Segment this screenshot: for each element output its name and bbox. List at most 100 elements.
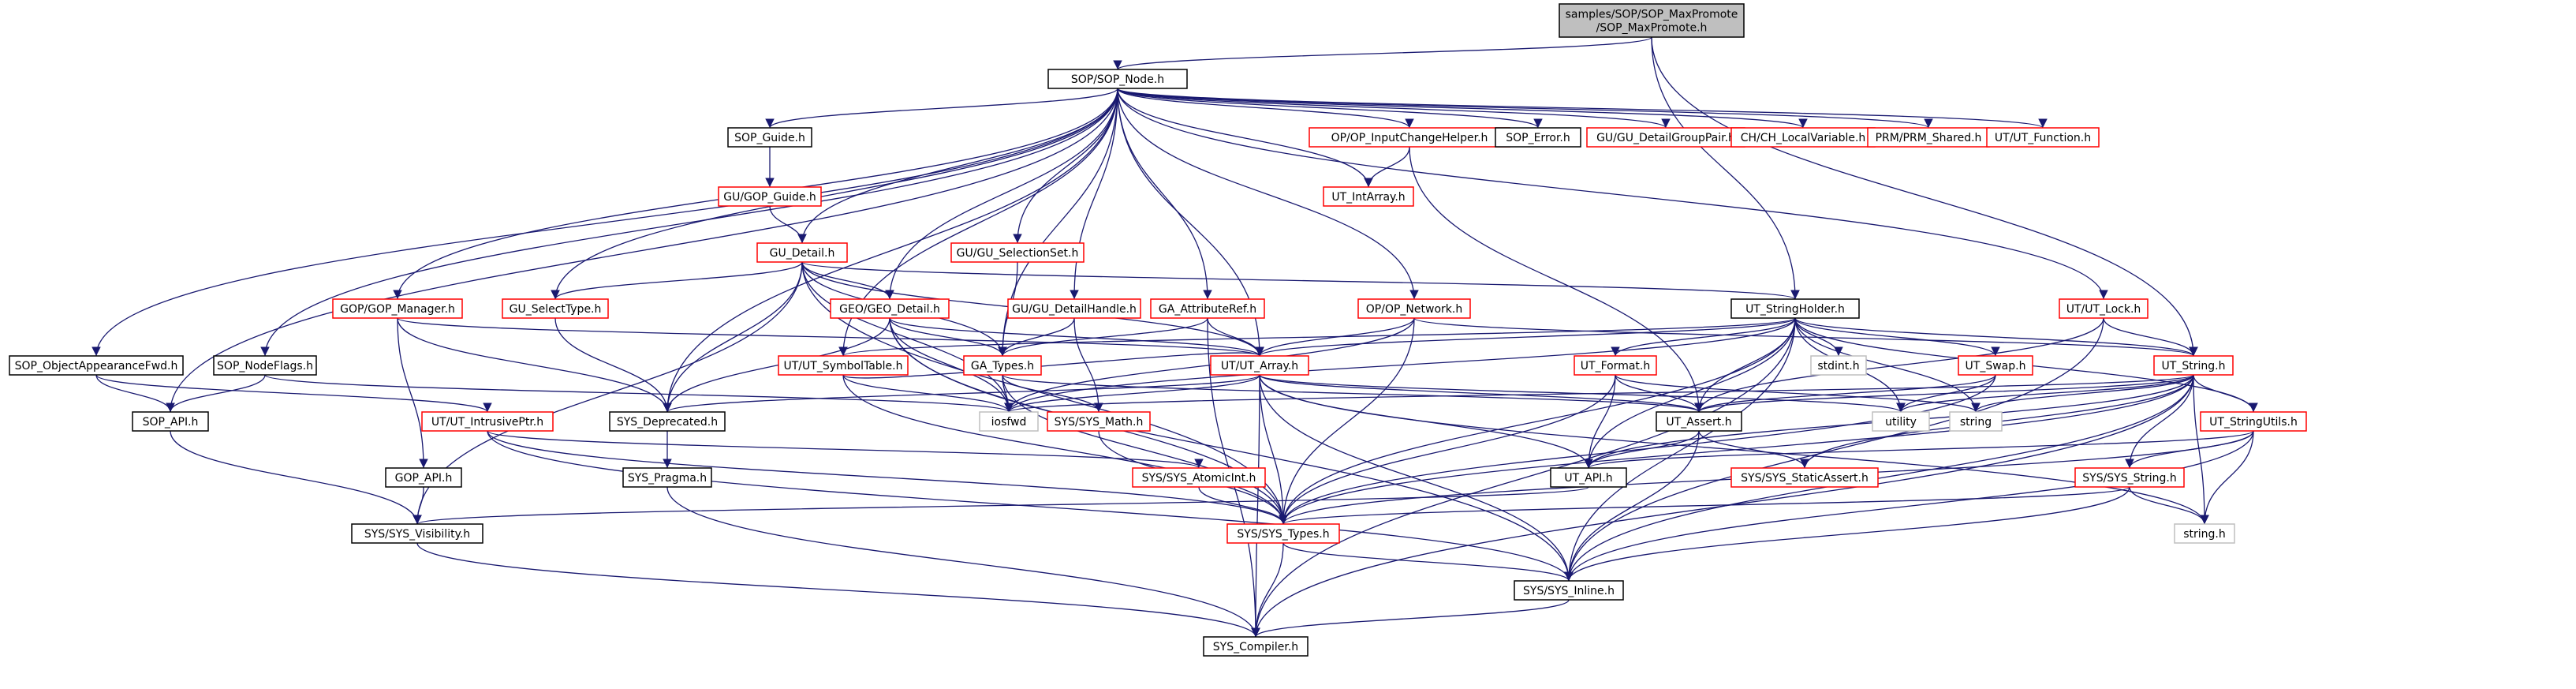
node-gu-selectionset[interactable]: GU/GU_SelectionSet.h [950, 242, 1085, 263]
node-ut-api[interactable]: UT_API.h [1550, 467, 1627, 488]
node-ga-types[interactable]: GA_Types.h [963, 355, 1042, 376]
edge-sys_types-to-sys_inline [1282, 542, 1574, 582]
node-ut-stringutils[interactable]: UT_StringUtils.h [2200, 411, 2307, 432]
edge-root-to-ut_string [1651, 36, 2198, 357]
edge-ut_intrusiveptr-to-sys_types [487, 430, 1288, 525]
node-ut-assert[interactable]: UT_Assert.h [1656, 411, 1742, 432]
node-op-network[interactable]: OP/OP_Network.h [1357, 298, 1471, 319]
node-sop-nodeflags[interactable]: SOP_NodeFlags.h [213, 355, 317, 376]
node-ut-stringholder[interactable]: UT_StringHolder.h [1730, 298, 1860, 319]
node-ch-local[interactable]: CH/CH_LocalVariable.h [1730, 127, 1876, 148]
edge-sop_objapp-to-ut_intrusiveptr [95, 374, 492, 413]
node-string: string [1949, 411, 2003, 432]
node-sop-api[interactable]: SOP_API.h [132, 411, 209, 432]
node-label: UT_Format.h [1581, 360, 1650, 373]
node-sys-types[interactable]: SYS/SYS_Types.h [1226, 523, 1340, 544]
node-ut-swap[interactable]: UT_Swap.h [1958, 355, 2033, 376]
node-prm-shared[interactable]: PRM/PRM_Shared.h [1867, 127, 1990, 148]
edge-sop_node-to-op_input [1117, 88, 1414, 129]
node-box [1586, 127, 1745, 148]
edge-gu_detail-to-gu_selecttype [551, 261, 803, 300]
edge-sop_node-to-sop_guide [765, 88, 1118, 129]
node-label: CH/CH_LocalVariable.h [1741, 132, 1866, 144]
edge-gu_detail-to-sys_deprecated [663, 261, 803, 413]
node-label: GA_AttributeRef.h [1159, 303, 1256, 316]
node-sys-math[interactable]: SYS/SYS_Math.h [1047, 411, 1151, 432]
node-box [1226, 523, 1340, 544]
edge-gu_selecttype-to-sys_deprecated [554, 317, 672, 413]
node-box [1810, 355, 1867, 376]
node-gu-detailhandle[interactable]: GU/GU_DetailHandle.h [1007, 298, 1141, 319]
node-ut-array[interactable]: UT/UT_Array.h [1210, 355, 1309, 376]
node-ut-intarray[interactable]: UT_IntArray.h [1323, 186, 1414, 207]
node-gu-detailgroup[interactable]: GU/GU_DetailGroupPair.h [1586, 127, 1745, 148]
node-sys-pragma[interactable]: SYS_Pragma.h [622, 467, 712, 488]
node-label: GU/GU_SelectionSet.h [957, 247, 1079, 260]
edge-sop_objapp-to-sop_api [95, 374, 175, 413]
node-sys-atomicint[interactable]: SYS/SYS_AtomicInt.h [1132, 467, 1266, 488]
edge-geo_detail-to-ga_types [889, 317, 1007, 357]
edge-sys_visibility-to-sys_compiler [416, 542, 1260, 638]
node-box [502, 298, 609, 319]
node-op-input[interactable]: OP/OP_InputChangeHelper.h [1309, 127, 1510, 148]
edge-ut_string-to-string [1971, 374, 2194, 413]
edge-sop_node-to-ut_lock [1117, 88, 2108, 300]
edge-sop_node-to-sop_nodeflags [260, 88, 1118, 357]
edge-sop_api-to-sys_visibility [170, 430, 422, 525]
node-gu-gop-guide[interactable]: GU/GOP_Guide.h [718, 186, 822, 207]
edge-gu_detailhandle-to-ga_types [998, 317, 1075, 357]
node-ut-lock[interactable]: UT/UT_Lock.h [2059, 298, 2149, 319]
node-label: SYS_Compiler.h [1213, 641, 1298, 653]
node-box [1007, 298, 1141, 319]
node-sys-inline[interactable]: SYS/SYS_Inline.h [1514, 580, 1624, 601]
node-gu-detail[interactable]: GU_Detail.h [756, 242, 848, 263]
node-label: SYS_Deprecated.h [617, 416, 718, 429]
node-sys-deprecated[interactable]: SYS_Deprecated.h [609, 411, 726, 432]
edge-sys_types-to-sys_compiler [1251, 542, 1284, 638]
node-gop-manager[interactable]: GOP/GOP_Manager.h [332, 298, 463, 319]
edge-sys_string-to-sys_inline [1564, 486, 2130, 582]
node-label: PRM/PRM_Shared.h [1876, 132, 1982, 144]
node-box [9, 355, 184, 376]
edge-ut_array-to-sys_inline [1259, 374, 1574, 582]
edge-op_network-to-ut_string [1413, 317, 2198, 357]
node-label: OP/OP_Network.h [1366, 303, 1462, 316]
node-box [1132, 467, 1266, 488]
node-box [1559, 3, 1745, 38]
node-ut-symboltable[interactable]: UT/UT_SymbolTable.h [778, 355, 909, 376]
edge-ut_string-to-sys_types [1279, 374, 2194, 525]
node-box [1550, 467, 1627, 488]
node-box [213, 355, 317, 376]
edge-ut_array-to-sys_types [1259, 374, 1288, 525]
node-ut-format[interactable]: UT_Format.h [1574, 355, 1657, 376]
node-sys-string[interactable]: SYS/SYS_String.h [2074, 467, 2185, 488]
node-label: UT_String.h [2162, 360, 2226, 373]
edge-ut_symboltable-to-iosfwd [842, 374, 1014, 413]
node-ut-function[interactable]: UT/UT_Function.h [1986, 127, 2100, 148]
node-label: UT/UT_IntrusivePtr.h [431, 416, 543, 429]
node-ut-string[interactable]: UT_String.h [2153, 355, 2234, 376]
edge-gu_detailhandle-to-sys_math [1073, 317, 1103, 413]
node-sop-guide[interactable]: SOP_Guide.h [727, 127, 812, 148]
node-box [979, 411, 1039, 432]
node-sys-staticassert[interactable]: SYS/SYS_StaticAssert.h [1730, 467, 1879, 488]
edge-sop_node-to-gu_detail [797, 88, 1118, 244]
node-gu-selecttype[interactable]: GU_SelectType.h [502, 298, 609, 319]
node-sop-error[interactable]: SOP_Error.h [1495, 127, 1581, 148]
node-box [1949, 411, 2003, 432]
node-sys-compiler[interactable]: SYS_Compiler.h [1203, 636, 1309, 657]
node-box [385, 467, 462, 488]
node-sop-objapp[interactable]: SOP_ObjectAppearanceFwd.h [9, 355, 184, 376]
edge-sop_node-to-sop_api [166, 88, 1118, 413]
edge-ga_types-to-sys_types [1002, 374, 1288, 525]
node-root[interactable]: samples/SOP/SOP_MaxPromote/SOP_MaxPromot… [1559, 3, 1745, 38]
node-label: GOP_API.h [395, 472, 453, 485]
node-ut-intrusiveptr[interactable]: UT/UT_IntrusivePtr.h [421, 411, 554, 432]
node-sop-node[interactable]: SOP/SOP_Node.h [1047, 69, 1188, 89]
node-gop-api[interactable]: GOP_API.h [385, 467, 462, 488]
node-sys-visibility[interactable]: SYS/SYS_Visibility.h [351, 523, 483, 544]
node-ga-attribref[interactable]: GA_AttributeRef.h [1150, 298, 1265, 319]
node-geo-detail[interactable]: GEO/GEO_Detail.h [830, 298, 950, 319]
edge-sop_node-to-sop_error [1117, 88, 1543, 129]
node-box [622, 467, 712, 488]
